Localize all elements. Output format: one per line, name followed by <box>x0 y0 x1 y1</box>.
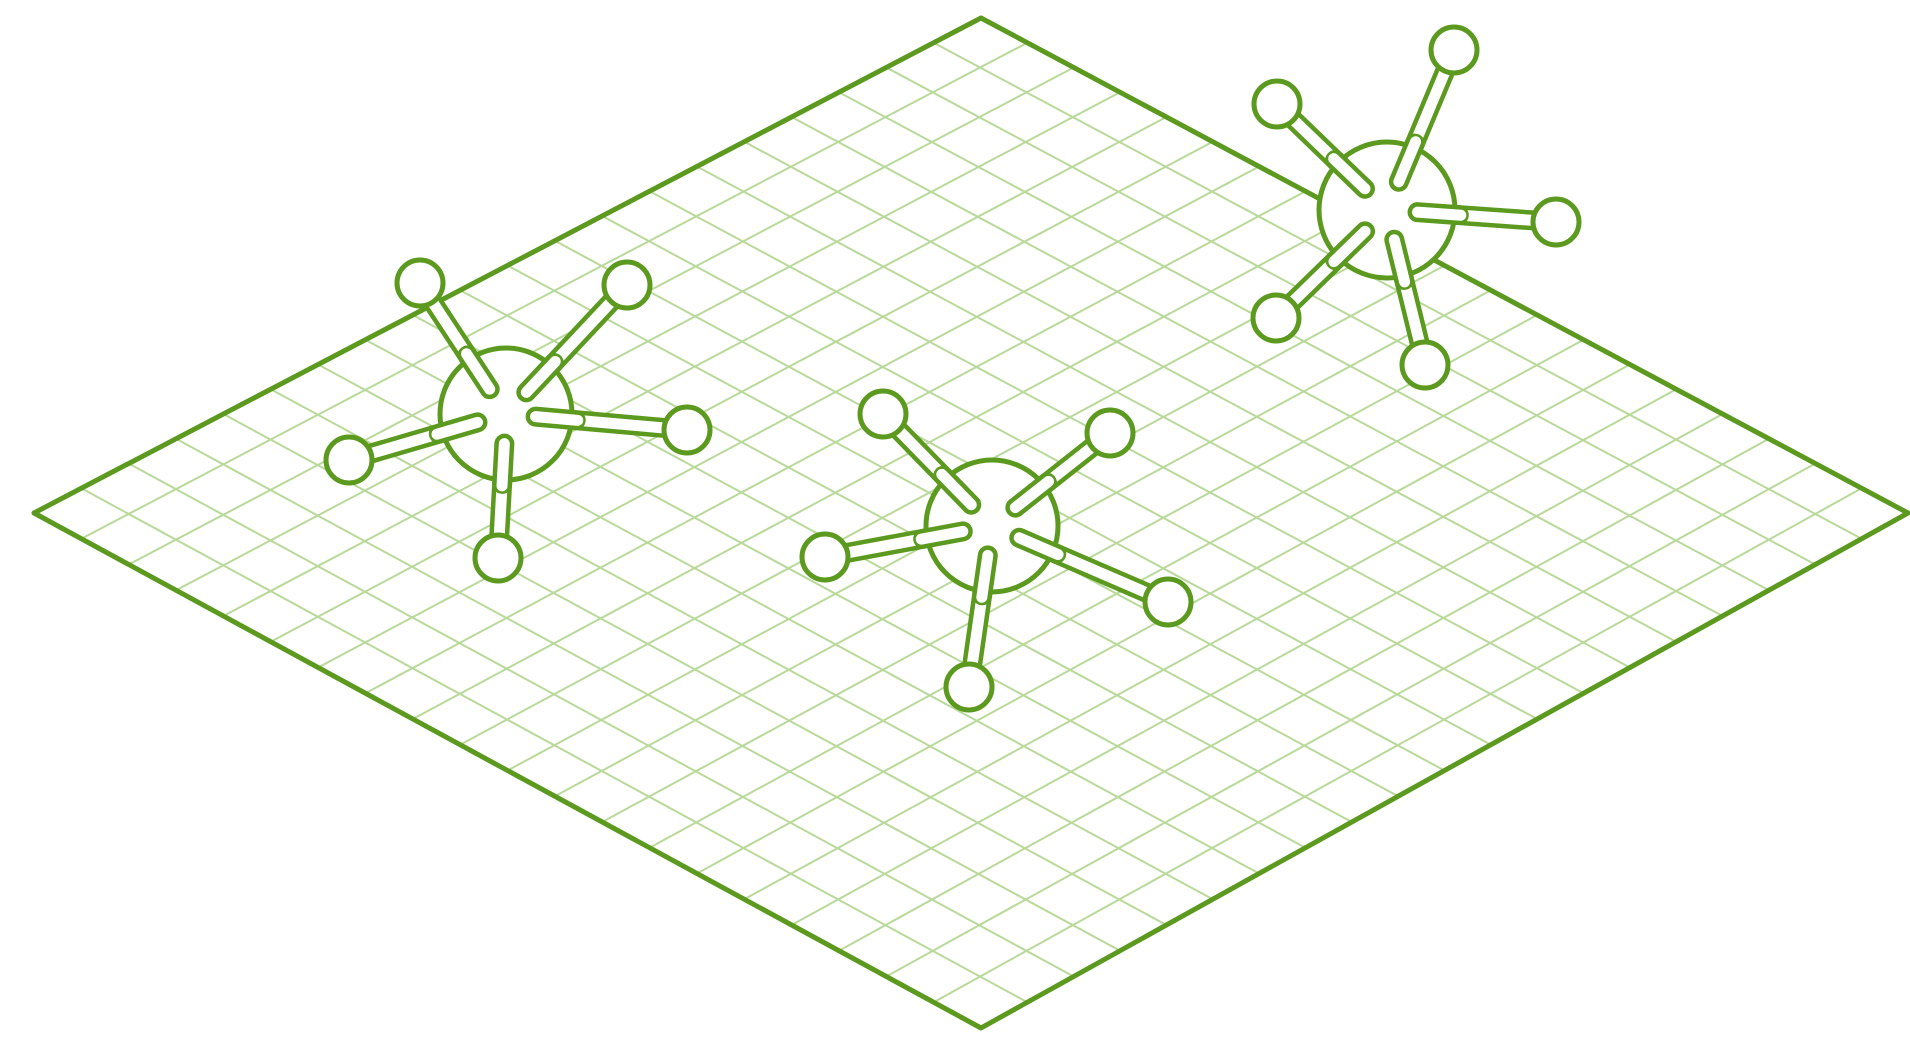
arm-inner-stick <box>1412 206 1467 221</box>
grid-line <box>933 487 1863 1004</box>
end-node <box>601 259 653 311</box>
end-node <box>394 257 446 309</box>
arm-inner-stick <box>915 525 969 545</box>
end-node <box>799 531 851 583</box>
arm-inner-stick <box>530 411 584 426</box>
end-node <box>323 434 375 486</box>
molecule-group <box>323 24 1582 713</box>
arm-inner-stick <box>496 438 510 492</box>
plane-border <box>31 15 1910 1031</box>
arm-inner-stick <box>1328 225 1371 268</box>
molecule-center <box>799 388 1194 713</box>
end-node <box>943 661 995 713</box>
arm-inner-stick <box>520 355 561 398</box>
end-node <box>1250 292 1302 344</box>
end-node <box>472 532 524 584</box>
end-node <box>1399 339 1451 391</box>
end-node <box>1530 196 1582 248</box>
arm-inner-stick <box>1388 234 1411 288</box>
end-node <box>1428 24 1480 76</box>
grid-line <box>128 462 1075 978</box>
arm-inner-stick <box>1013 532 1064 561</box>
grid-line <box>80 487 1028 1004</box>
arm-inner-stick <box>1328 153 1371 195</box>
end-node <box>1084 407 1136 459</box>
grid-line <box>791 413 1724 926</box>
grid-line <box>649 338 1585 849</box>
end-node <box>661 404 713 456</box>
end-node <box>1142 576 1194 628</box>
grid-line <box>838 437 1770 952</box>
arm-inner-stick <box>1009 475 1055 514</box>
molecule-right <box>1250 24 1582 391</box>
grid-line <box>743 388 1677 901</box>
grid-line <box>222 413 1167 926</box>
end-node <box>1251 78 1303 130</box>
grid-line <box>885 462 1816 978</box>
grid-lines <box>80 41 1863 1004</box>
molecule-left <box>323 257 713 584</box>
arm-inner-stick <box>460 348 496 395</box>
arm-inner-stick <box>976 549 994 603</box>
arm-inner-stick <box>431 416 483 440</box>
grid-line <box>175 437 1121 952</box>
grid-line <box>270 388 1214 901</box>
end-node <box>857 388 909 440</box>
arm-inner-stick <box>1393 136 1422 188</box>
arm-inner-stick <box>936 468 977 511</box>
